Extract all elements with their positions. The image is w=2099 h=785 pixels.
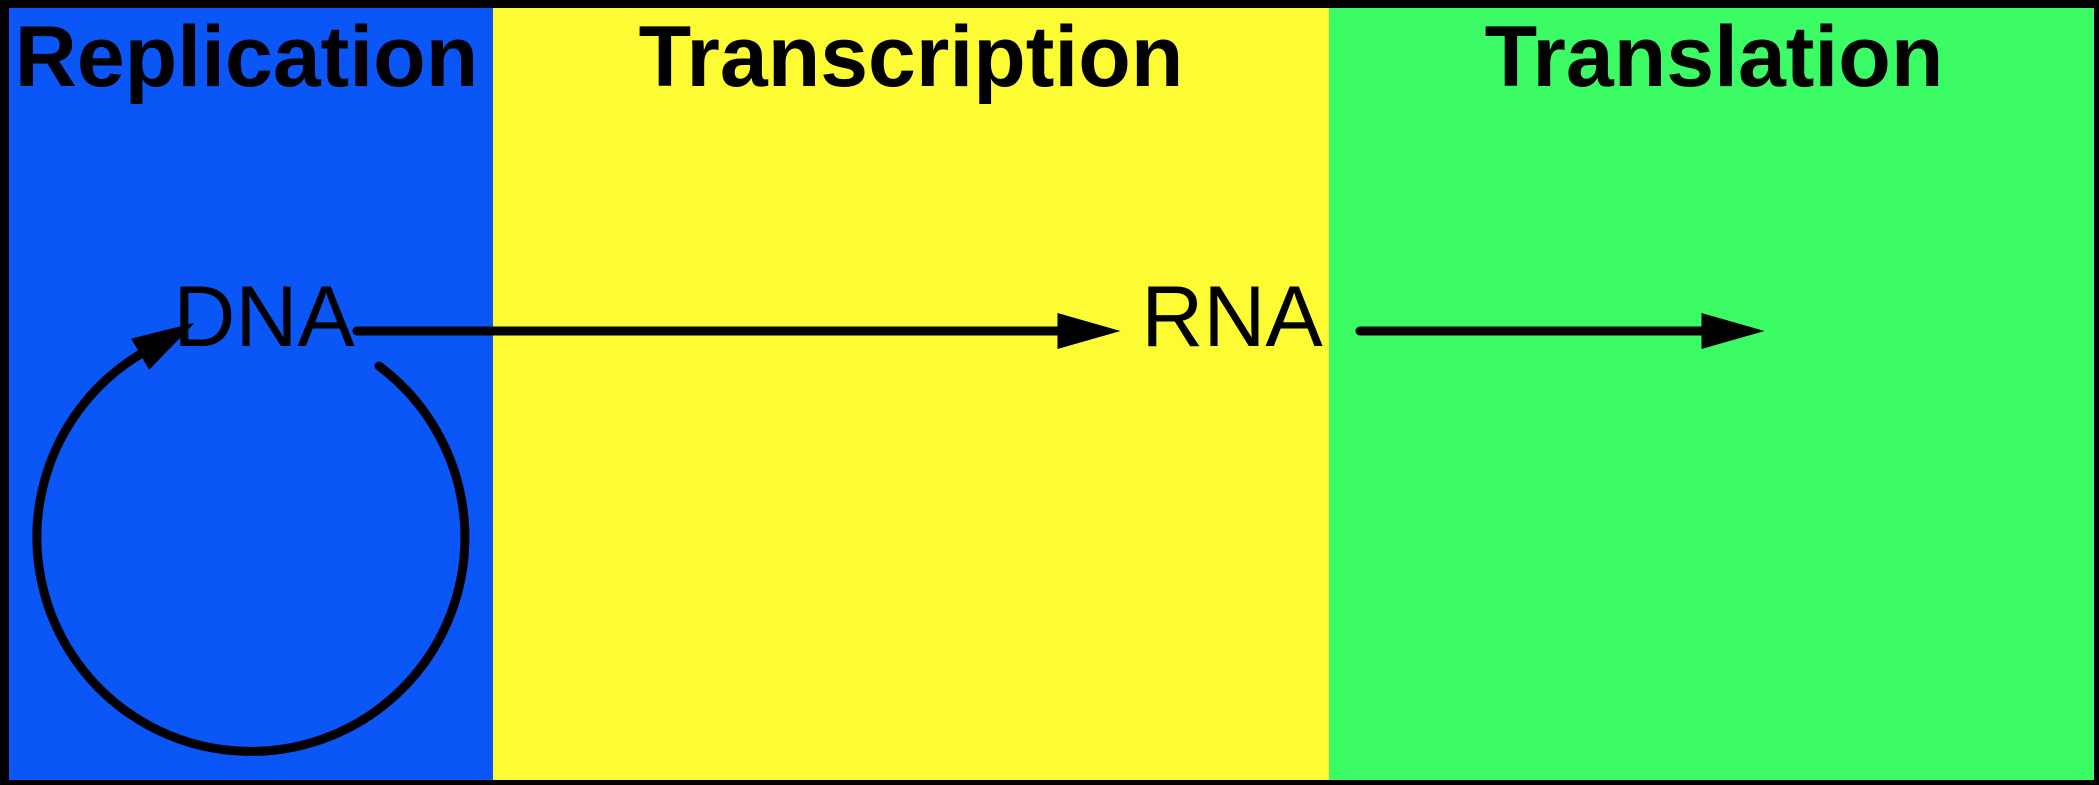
panel-replication: Replication bbox=[0, 0, 493, 785]
node-dna-label: DNA bbox=[173, 269, 355, 365]
node-rna-label: RNA bbox=[1141, 269, 1323, 365]
panel-title-transcription: Transcription bbox=[638, 9, 1184, 105]
panel-transcription: Transcription bbox=[493, 0, 1329, 785]
panel-title-replication: Replication bbox=[14, 9, 479, 105]
panel-translation: Translation bbox=[1329, 0, 2099, 785]
panel-title-translation: Translation bbox=[1484, 9, 1944, 105]
